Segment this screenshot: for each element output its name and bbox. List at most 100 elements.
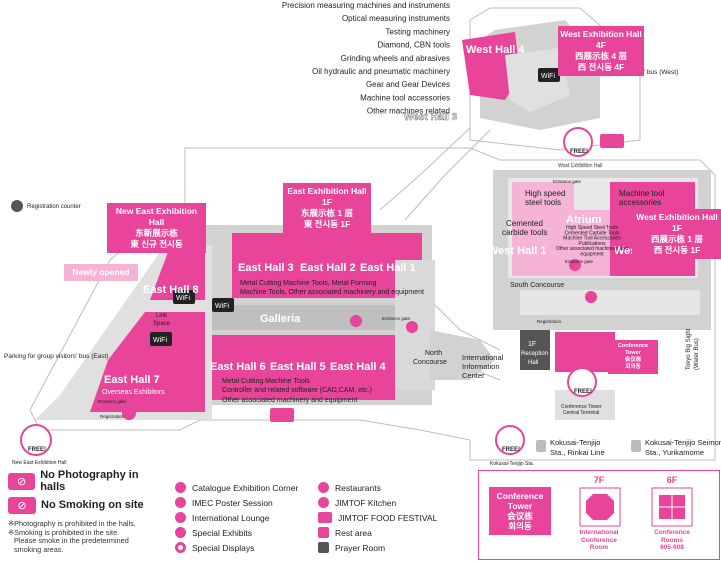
wifi-label-4: WiFi [153,337,167,344]
floor-7f-label: 7F [593,475,605,485]
legend-lounge: International Lounge [175,511,270,524]
no-photo-row: ⊘ No Photography in halls [8,469,163,493]
east-upper-desc-2: Machine Tools, Other associated machiner… [240,289,424,296]
callout-east-1f-line2: 东展示栋 1 层 [301,208,353,218]
high-speed-label-1: High speed [525,189,565,198]
legend-special-exhibits-label: Special Exhibits [192,527,253,538]
link-space-2: Space [153,321,171,327]
callout-conf-line1: Conference Tower [617,343,649,356]
wifi-label-2: WiFi [176,295,190,302]
info-center-1: International [462,353,504,362]
east-lower-desc-2: Controller and related software (CAD,CAM… [222,387,372,394]
lounge-icon [175,512,186,523]
legend-food-festival: JIMTOF FOOD FESTIVAL [318,511,437,524]
free-label-1: FREE! [570,149,588,155]
callout-west-1f-line1: West Exhibition Hall 1F [636,212,718,233]
legend-imec-label: IMEC Poster Session [192,497,273,508]
callout-east-1f-line1: East Exhibition Hall 1F [287,186,367,207]
parking-east-label: Parking for group visitors' bus (East) [4,353,109,360]
conference-tower-title: Conference Tower 会议栋 회의동 [489,487,551,535]
cemented-label-2: carbide tools [502,228,547,237]
no-photo-text: No Photography in halls [40,469,139,493]
machine-acc-label-2: accessories [619,198,661,207]
new-east-bus-label: New East Exhibition Hall [12,460,66,466]
small-labels: Registration counter Parking for group v… [4,69,721,467]
legend-prayer-room-label: Prayer Room [335,542,386,553]
food-truck-icon [318,512,332,523]
atrium-item-3: Publications [579,241,606,247]
west-hall-4-category-list: Precision measuring machines and instrum… [282,1,450,116]
hall-label-west4: West Hall 4 [466,44,525,56]
book-icon [175,482,186,493]
legend-rest-area-label: Rest area [335,527,372,538]
atrium-item-4: Other associated machinery and [556,246,628,252]
callout-west-4f-line3: 西 전시동 4F [577,62,625,72]
callout-conf-line3: 회의동 [625,364,641,370]
callout-west-4f: West Exhibition Hall 4F 西展示栋 4 层 西 전시동 4… [558,26,644,76]
conf-tower-central-1: Conference Tower [561,404,602,410]
legend-restaurants-label: Restaurants [335,482,381,493]
hall-label-east5: East Hall 5 [270,361,326,373]
reception-hall-1: 1F [528,341,536,348]
hall-label-west3: West Hall 3 [404,112,458,123]
legend-lounge-label: International Lounge [192,512,270,523]
kokusai-seimon-2: Sta., Yurikamome [645,448,704,457]
east-upper-desc-1: Metal Cutting Machine Tools, Metal Formi… [240,280,377,287]
food-truck-icons [270,134,624,422]
kokusai-station-label: Kokusai-Tenjijo Sta. [490,461,534,467]
callout-new-east: New East Exhibition Hall 东新展示栋 東 신규 전시동 [107,203,206,253]
callout-east-1f-line3: 東 전시동 1F [303,219,351,229]
legend-imec: IMEC Poster Session [175,496,273,509]
legend-special-displays: Special Displays [175,541,254,554]
reception-hall-3: Hall [528,360,538,366]
reception-area[interactable] [520,330,615,420]
callout-new-east-line1: New East Exhibition Hall [115,206,198,227]
conf-title-2: Tower [507,501,533,511]
registration-counter-marker [11,200,23,212]
w4-category-6: Gear and Gear Devices [366,80,450,89]
room7-1: International [579,529,619,536]
kokusai-tenjijo-2: Sta., Rinkai Line [550,448,605,457]
room6-3: 605-608 [660,544,684,551]
legend-prayer-room: Prayer Room [318,541,385,554]
restaurant-icon [318,482,329,493]
registration-new-east: Registration [100,414,125,419]
hall-label-east3: East Hall 3 [238,262,294,274]
legend-rest-area: Rest area [318,526,372,539]
hall-label-atrium: Atrium [566,214,602,226]
entrance-gate-west1: Entrance gate [553,179,582,184]
poster-icon [175,497,186,508]
wifi-label-1: WiFi [541,73,555,80]
callout-east-1f: East Exhibition Hall 1F 东展示栋 1 层 東 전시동 1… [283,183,371,233]
callout-newly-opened: Newly opened [64,264,138,281]
tokyo-big-sight-2: (Water Bus) [694,338,700,370]
hall-labels: West Hall 4 West Hall 3 West Hall 1 West… [104,44,673,386]
w4-category-3: Diamond, CBN tools [378,41,450,50]
entrance-gate-west2: Entrance gate [565,259,594,264]
no-camera-icon: ⊘ [8,472,36,490]
w4-category-4: Grinding wheels and abrasives [341,54,450,63]
callout-new-east-line2: 东新展示栋 [135,228,178,238]
south-concourse: South Concourse [510,282,564,289]
legend-special-exhibits: Special Exhibits [175,526,252,539]
note-smoke-1: ※Smoking is prohibited in the site. [8,527,120,537]
callout-conf-line2: 会议栋 [624,357,642,363]
registration-west: Registration [537,319,562,324]
hall-label-east8: East Hall 8 [143,284,199,296]
kokusai-tenjijo-1: Kokusai-Tenjijo [550,438,600,447]
w4-category-5: Oil hydraulic and pneumatic machinery [312,67,450,76]
note-smoke-3: smoking areas. [14,544,64,554]
notes: ※Photography is prohibited in the halls.… [8,519,136,554]
kitchen-icon [318,497,329,508]
info-center-3: Center [462,371,485,380]
east-hall-complex[interactable] [172,225,495,405]
cemented-label-1: Cemented [506,219,543,228]
water-bus-label: Tokyo Big Sight (Water Bus) [686,328,700,370]
north-concourse-1: North [425,350,442,357]
room7-3: Room [589,544,609,551]
atrium-item-1: Cemented Carbide Tools [565,230,620,236]
hall-label-east2: East Hall 2 [300,262,356,274]
new-east-hall-building[interactable] [35,245,212,420]
reception-hall-2: Reception [521,351,548,357]
